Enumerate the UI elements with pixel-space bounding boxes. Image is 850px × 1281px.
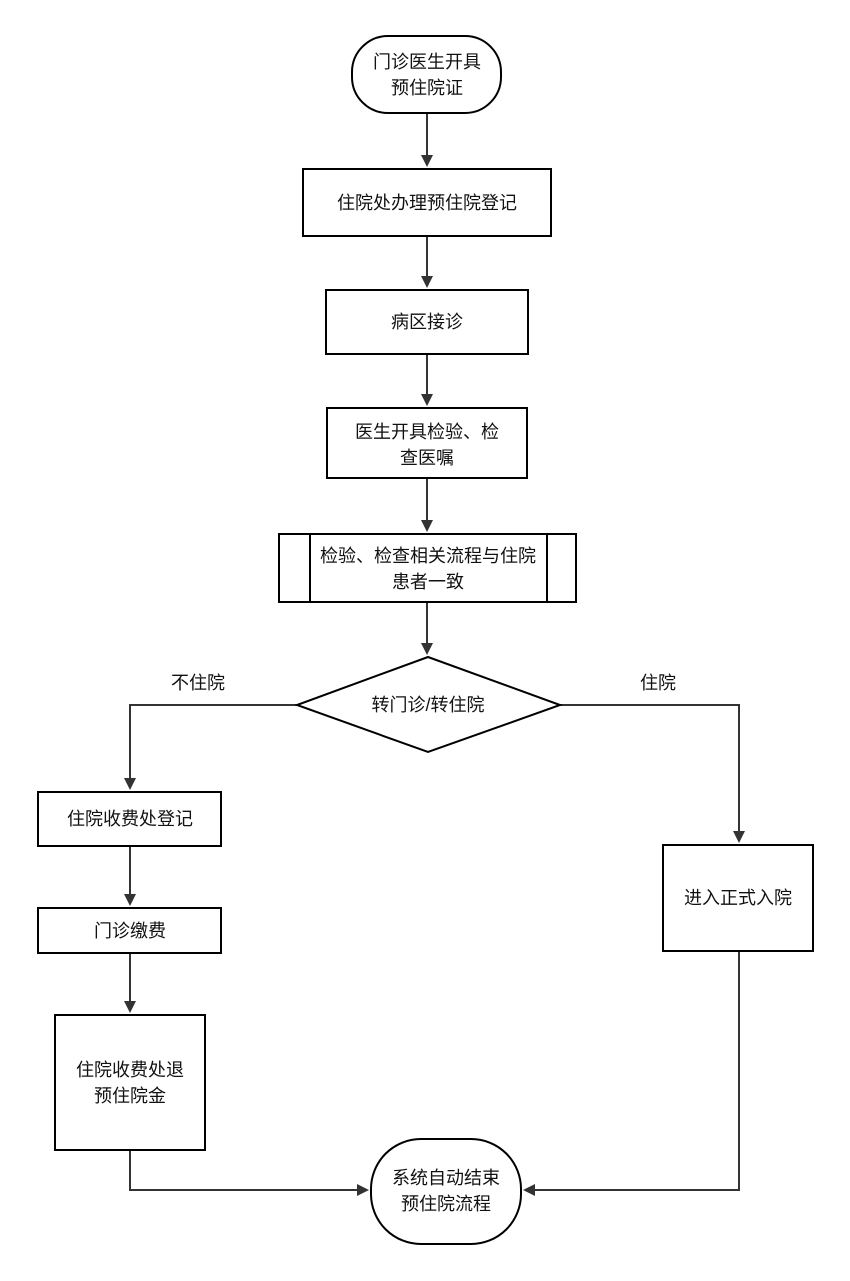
node-orders: 医生开具检验、检 查医嘱 (326, 407, 528, 479)
node-process-line-2: 患者一致 (392, 572, 464, 592)
edges (124, 113, 745, 1196)
node-process-line-1: 检验、检查相关流程与住院 (320, 546, 536, 566)
edge-admit-to-end (523, 951, 740, 1196)
node-fee-register-label: 住院收费处登记 (67, 809, 193, 829)
edge-label-no-admit: 不住院 (171, 673, 225, 693)
node-decision: 转门诊/转住院 (294, 655, 563, 754)
node-register-pre: 住院处办理预住院登记 (302, 168, 552, 237)
node-admit-label: 进入正式入院 (684, 888, 792, 908)
edge-refund-to-end (129, 1150, 369, 1196)
node-process: 检验、检查相关流程与住院 患者一致 (278, 533, 577, 603)
node-refund: 住院收费处退 预住院金 (54, 1014, 206, 1151)
node-decision-label: 转门诊/转住院 (371, 695, 484, 715)
node-outpatient-pay-label: 门诊缴费 (94, 921, 166, 941)
edge-label-admit: 住院 (640, 673, 676, 693)
node-refund-line-2: 预住院金 (94, 1086, 166, 1106)
node-refund-line-1: 住院收费处退 (76, 1060, 184, 1080)
node-orders-line-1: 医生开具检验、检 (355, 422, 499, 442)
node-register-pre-label: 住院处办理预住院登记 (337, 193, 517, 213)
edge-decision-to-fee-register (124, 704, 297, 790)
node-fee-register: 住院收费处登记 (37, 791, 222, 847)
node-start-line-2: 预住院证 (391, 78, 463, 98)
node-outpatient-pay: 门诊缴费 (37, 907, 222, 954)
node-admit: 进入正式入院 (662, 844, 814, 952)
node-ward-label: 病区接诊 (391, 312, 463, 332)
node-end: 系统自动结束 预住院流程 (370, 1138, 522, 1245)
node-ward: 病区接诊 (325, 289, 529, 355)
node-orders-line-2: 查医嘱 (400, 448, 454, 468)
node-end-line-2: 预住院流程 (401, 1194, 491, 1214)
edge-decision-to-admit (560, 704, 745, 843)
node-start-line-1: 门诊医生开具 (373, 52, 481, 72)
node-start: 门诊医生开具 预住院证 (351, 35, 502, 114)
node-end-line-1: 系统自动结束 (392, 1168, 500, 1188)
